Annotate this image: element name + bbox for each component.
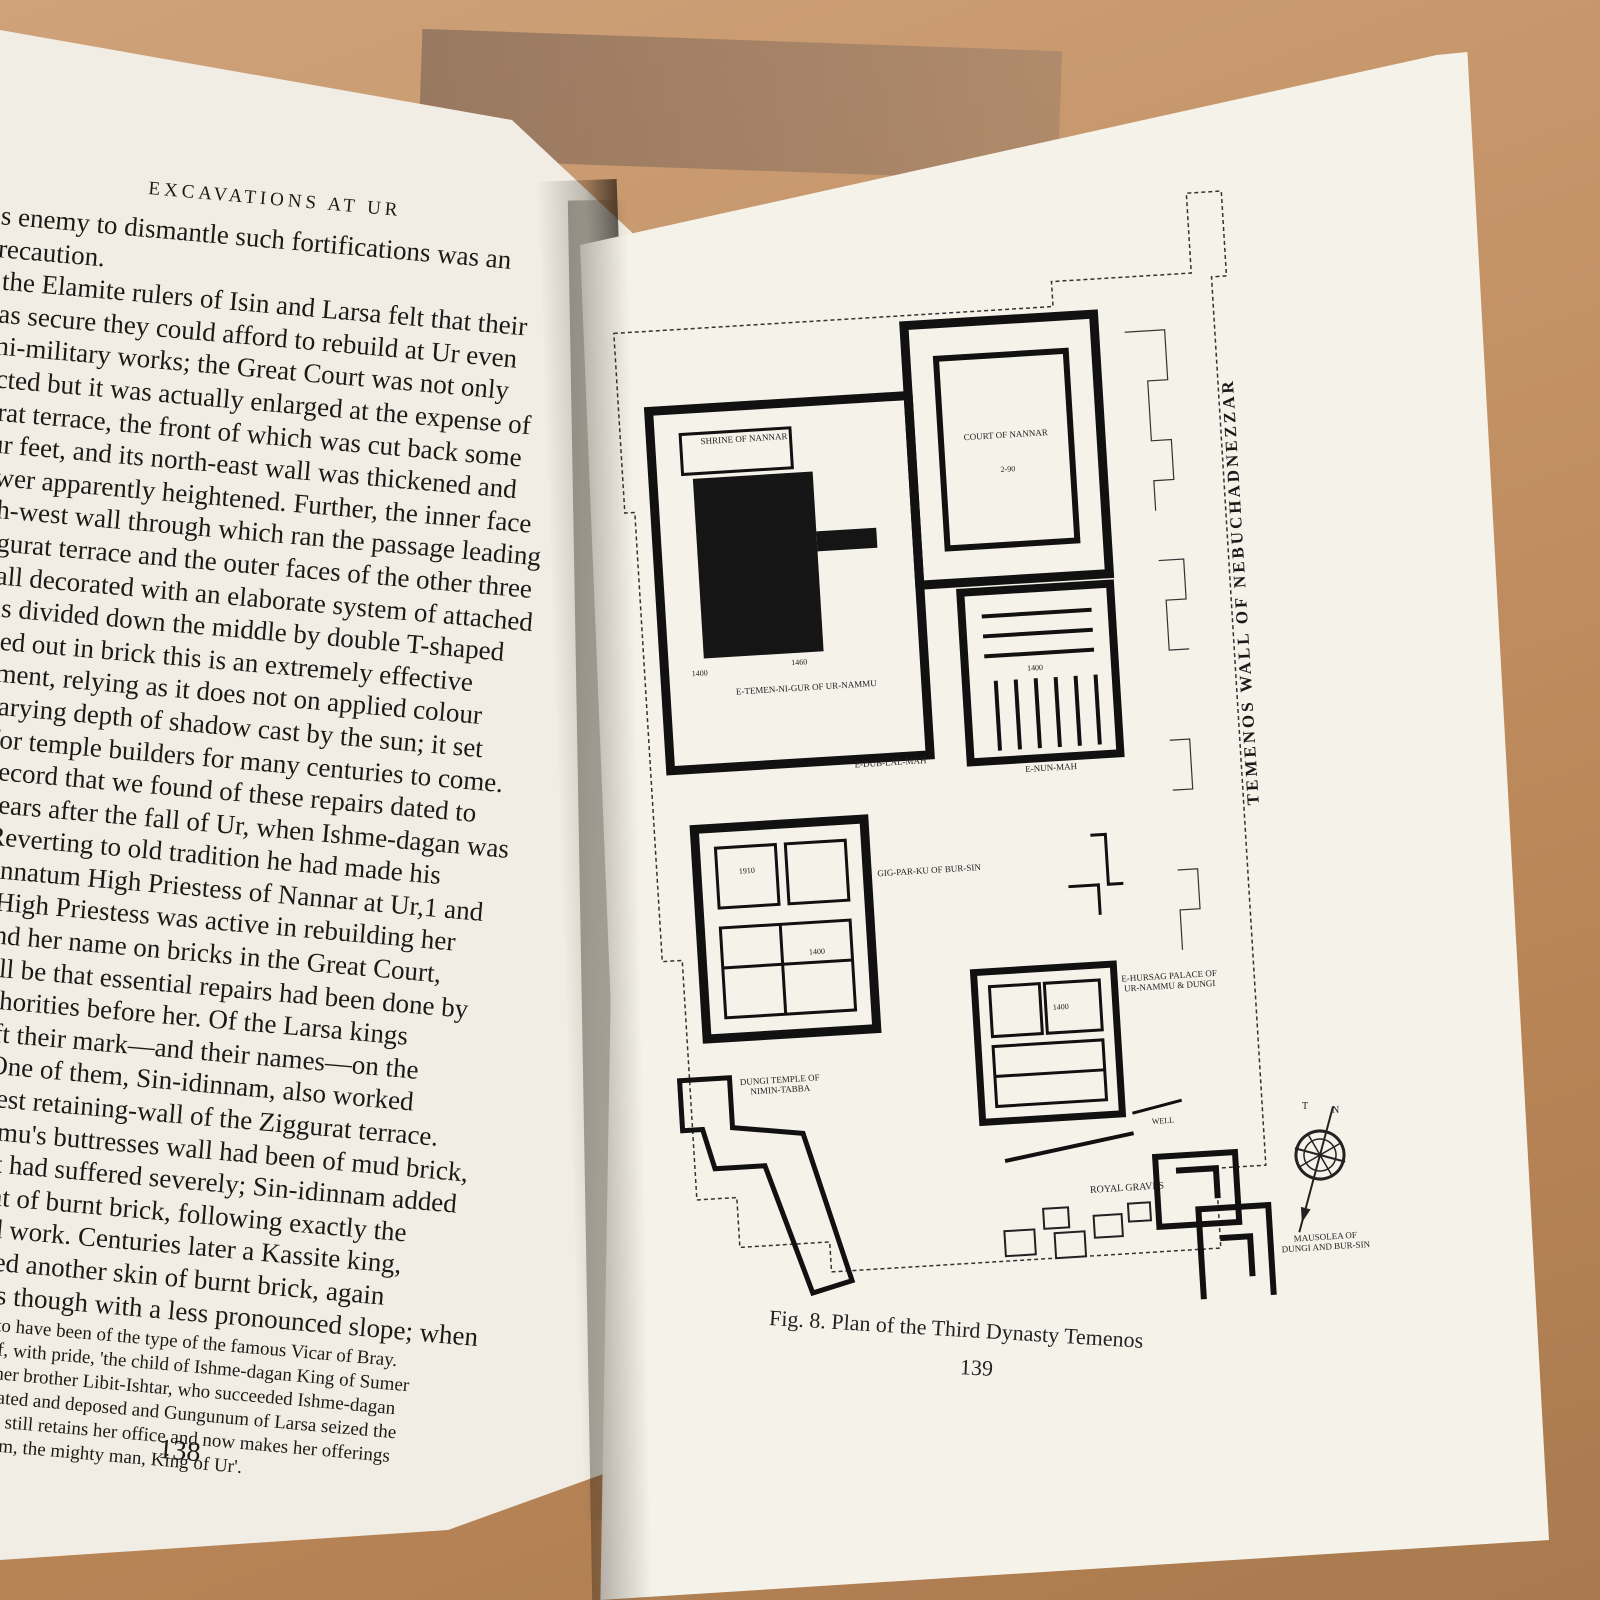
plan-drawing [613,190,1279,1323]
site-plan: SHRINE OF NANNAR COURT OF NANNAR 2-90 E-… [597,168,1424,1332]
label-gigparku-date: 1910 [738,865,756,876]
compass-letter-n: N [1332,1105,1339,1116]
page-number-left: 138 [157,1433,202,1469]
label-hursag-date: 1400 [1052,1001,1070,1012]
label-ziggurat-date2: 1400 [691,668,708,679]
label-gigparku-date2: 1400 [808,946,826,957]
compass-rose-icon: T N [1294,1101,1346,1233]
label-well: WELL [1151,1115,1175,1127]
left-book-page [0,30,640,1560]
label-ziggurat-date: 1460 [790,657,808,668]
label-nunmah-date: 1400 [1026,662,1044,673]
body-text: us enemy to dismantle such fortification… [0,199,573,1353]
label-court-date: 2-90 [1000,464,1016,475]
compass-letter-t: T [1302,1101,1308,1112]
page-number-right: 139 [959,1354,994,1381]
